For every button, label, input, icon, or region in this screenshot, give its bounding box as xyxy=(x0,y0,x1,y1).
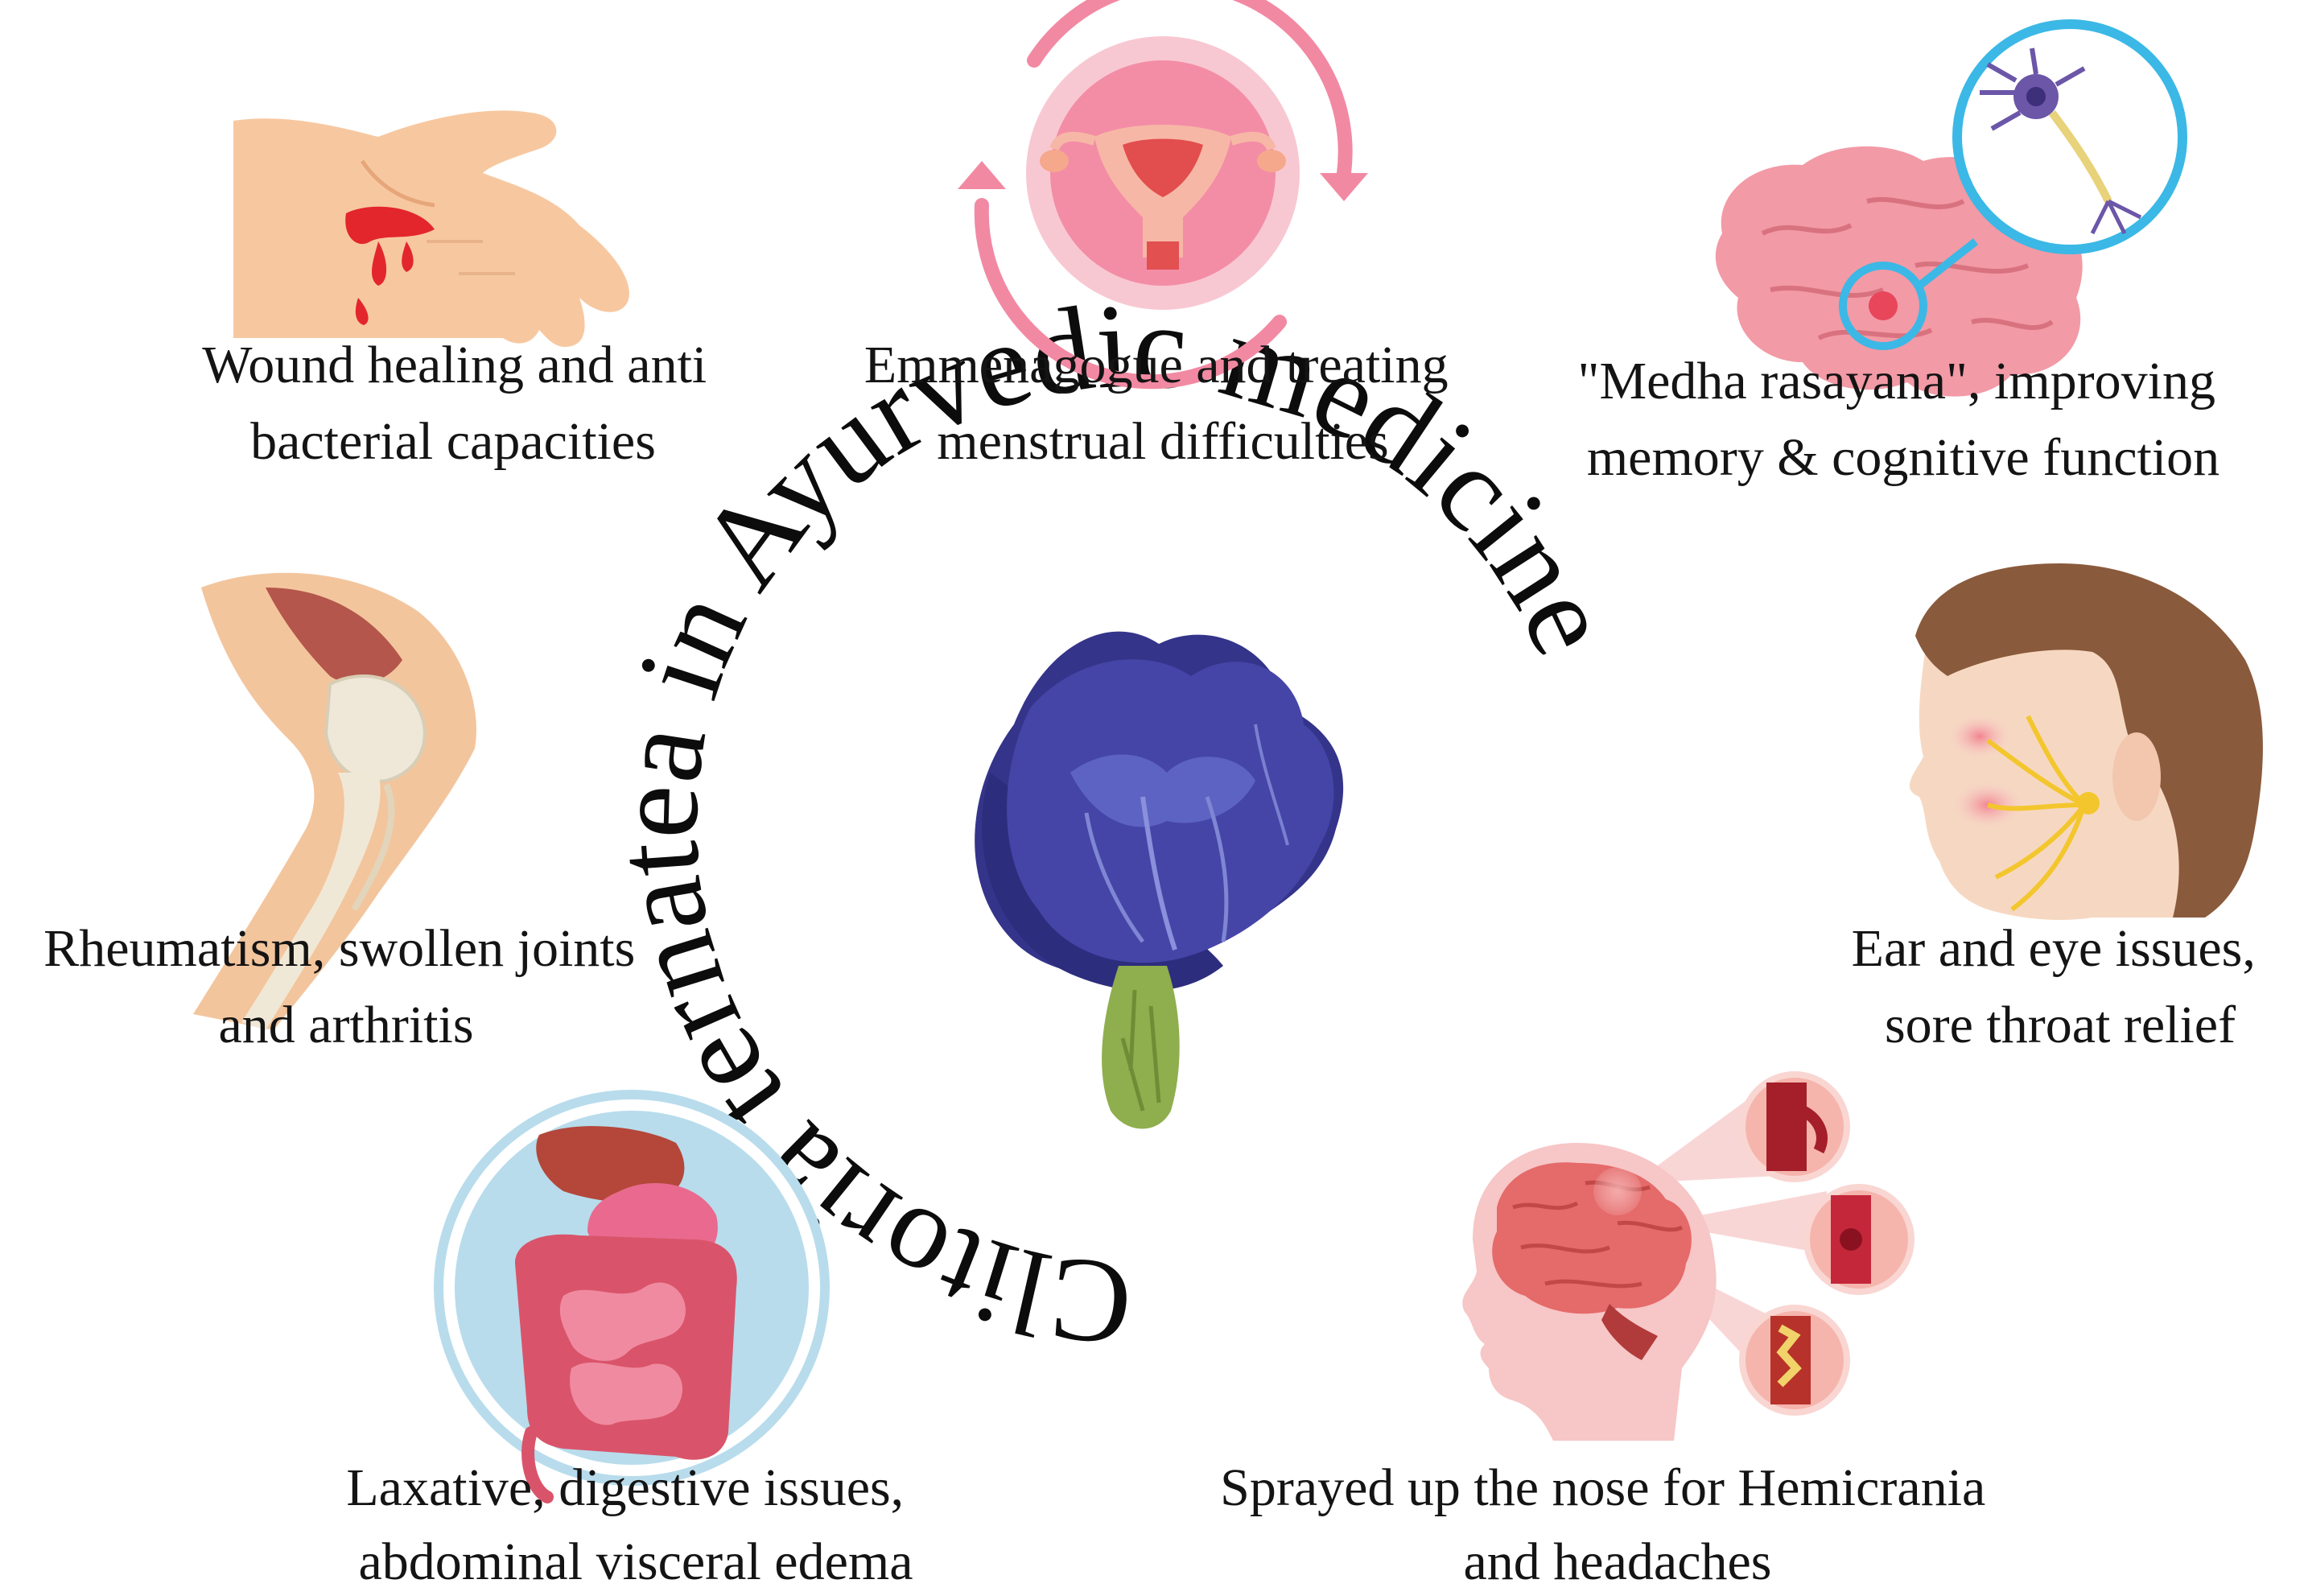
butterfly-pea-flower-icon xyxy=(975,631,1344,1129)
rheumatism-label: Rheumatism, swollen joints and arthritis xyxy=(43,919,649,1054)
hemicrania-label: Sprayed up the nose for Hemicrania and h… xyxy=(1220,1458,1999,1591)
bleeding-hand-icon xyxy=(233,110,629,347)
medha-rasayana-label: "Medha rasayana", improving memory & cog… xyxy=(1578,352,2229,487)
knee-joint-icon xyxy=(193,572,476,1030)
ear-eye-label: Ear and eye issues, sore throat relief xyxy=(1852,919,2269,1054)
emmenagogue-label: Emmenagogue and treating menstrual diffi… xyxy=(864,336,1461,471)
face-nerve-icon xyxy=(1909,563,2263,920)
laxative-label: Laxative, digestive issues, abdominal vi… xyxy=(346,1458,917,1591)
digestive-system-icon xyxy=(434,1090,830,1503)
wound-healing-label: Wound healing and anti bacterial capacit… xyxy=(202,336,720,471)
uterus-cycle-icon xyxy=(958,0,1368,390)
brain-neuron-icon xyxy=(1715,19,2187,397)
head-migraine-icon xyxy=(1462,1071,1915,1441)
